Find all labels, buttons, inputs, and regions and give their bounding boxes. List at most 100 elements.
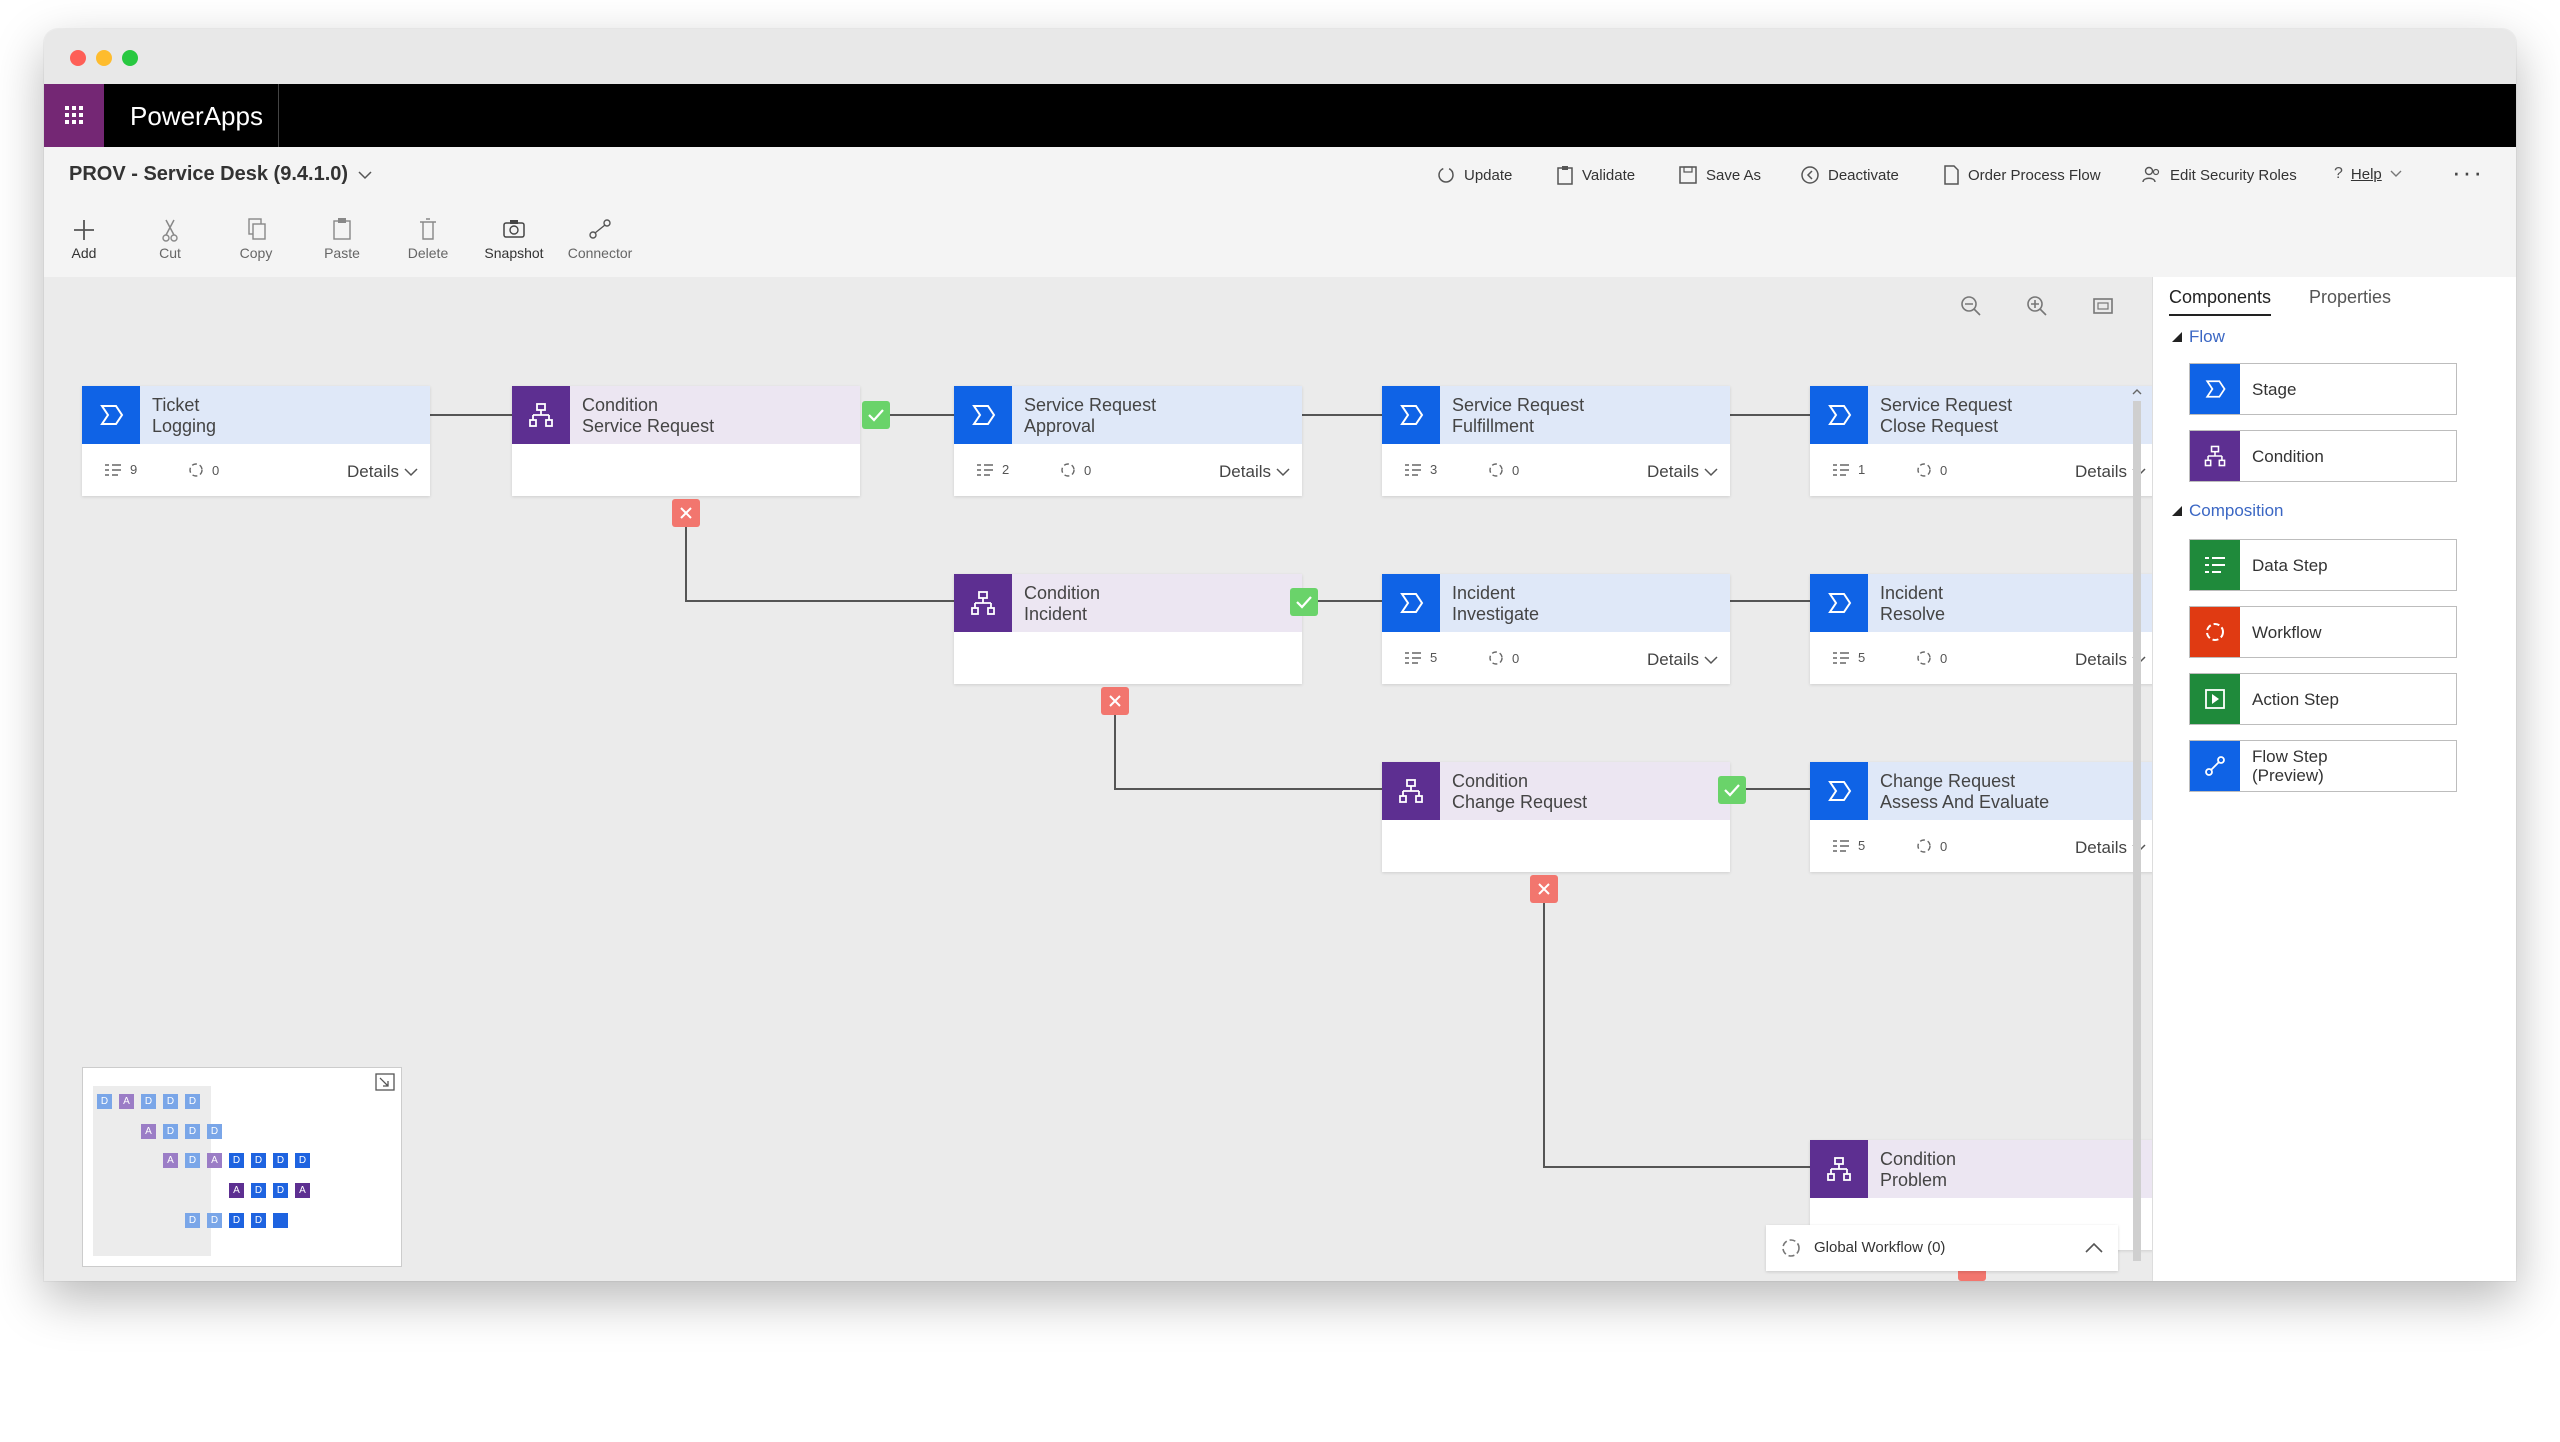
details-toggle[interactable]: Details	[1647, 462, 1718, 482]
edit-security-roles-button[interactable]: Edit Security Roles	[2142, 165, 2297, 185]
workflows-count: 0	[1916, 650, 1947, 666]
connector-line	[1730, 414, 1810, 416]
zoom-out-button[interactable]	[1956, 291, 1986, 321]
no-branch-badge[interactable]	[672, 499, 700, 527]
stage-footer: 1 0 Details	[1810, 444, 2152, 496]
validate-label: Validate	[1582, 166, 1636, 184]
workflow-icon	[1489, 463, 1503, 477]
minimize-window-button[interactable]	[96, 50, 112, 66]
details-toggle[interactable]: Details	[1647, 650, 1718, 670]
collapse-minimap-icon[interactable]	[375, 1073, 395, 1091]
yes-branch-badge[interactable]	[1290, 588, 1318, 616]
workflows-count: 0	[1488, 462, 1519, 478]
steps-count: 5	[1404, 650, 1437, 665]
save-as-button[interactable]: Save As	[1678, 165, 1761, 185]
minimap-stage-node: D	[207, 1213, 222, 1228]
copy-tool-button[interactable]: Copy	[216, 215, 296, 261]
add-tool-label: Add	[71, 245, 97, 261]
flow-section-title: Flow	[2189, 327, 2225, 346]
component-stage[interactable]: Stage	[2189, 363, 2457, 415]
scroll-up-arrow-icon[interactable]	[2132, 387, 2142, 397]
global-workflow-bar[interactable]: Global Workflow (0)	[1766, 1225, 2118, 1271]
zoom-in-button[interactable]	[2022, 291, 2052, 321]
component-flow-step[interactable]: Flow Step (Preview)	[2189, 740, 2457, 792]
deactivate-button[interactable]: Deactivate	[1800, 165, 1899, 185]
tab-components[interactable]: Components	[2169, 287, 2272, 316]
workflow-icon	[1917, 463, 1931, 477]
validate-button[interactable]: Validate	[1556, 165, 1635, 185]
canvas-vertical-scrollbar[interactable]	[2132, 387, 2142, 1281]
ellipsis-icon: ···	[2452, 157, 2484, 187]
scrollbar-thumb[interactable]	[2133, 401, 2141, 1261]
delete-tool-label: Delete	[407, 245, 449, 261]
component-action-step[interactable]: Action Step	[2189, 673, 2457, 725]
help-label: Help	[2350, 165, 2382, 183]
minimap-stage-node	[273, 1213, 288, 1228]
tab-properties[interactable]: Properties	[2309, 287, 2392, 307]
paste-tool-label: Paste	[324, 245, 360, 261]
refresh-icon	[1438, 167, 1454, 183]
add-tool-button[interactable]: Add	[44, 215, 124, 261]
yes-branch-badge[interactable]	[862, 401, 890, 429]
details-toggle[interactable]: Details	[1219, 462, 1290, 482]
close-icon	[1538, 883, 1550, 895]
more-options-button[interactable]: ···	[2452, 157, 2484, 188]
help-dropdown[interactable]: ? Help	[2334, 165, 2402, 183]
connector-tool-button[interactable]: Connector	[560, 215, 640, 261]
cut-tool-button[interactable]: Cut	[130, 215, 210, 261]
minimap-stage-node: D	[229, 1153, 244, 1168]
minimap-viewport[interactable]	[93, 1086, 211, 1256]
fit-to-screen-button[interactable]	[2088, 291, 2118, 321]
update-label: Update	[1464, 166, 1513, 184]
chevron-up-icon[interactable]	[2084, 1242, 2104, 1254]
snapshot-tool-button[interactable]: Snapshot	[474, 215, 554, 261]
delete-tool-button[interactable]: Delete	[388, 215, 468, 261]
close-window-button[interactable]	[70, 50, 86, 66]
condition-icon	[954, 574, 1012, 632]
order-process-flow-label: Order Process Flow	[1968, 166, 2101, 184]
component-condition[interactable]: Condition	[2189, 430, 2457, 482]
workflow-icon	[1782, 1239, 1800, 1257]
condition-footer	[954, 632, 1302, 684]
details-toggle[interactable]: Details	[347, 462, 418, 482]
component-workflow[interactable]: Workflow	[2189, 606, 2457, 658]
component-data-step[interactable]: Data Step	[2189, 539, 2457, 591]
app-launcher-button[interactable]	[44, 84, 104, 147]
paste-tool-button[interactable]: Paste	[302, 215, 382, 261]
update-button[interactable]: Update	[1436, 165, 1512, 185]
flow-section-toggle[interactable]: Flow	[2171, 327, 2225, 347]
no-branch-badge[interactable]	[1101, 687, 1129, 715]
no-branch-badge[interactable]	[1530, 875, 1558, 903]
process-title-dropdown[interactable]: PROV - Service Desk (9.4.1.0)	[69, 163, 372, 186]
order-process-flow-button[interactable]: Order Process Flow	[1942, 165, 2101, 185]
check-icon	[868, 409, 884, 422]
zoom-out-icon	[1961, 296, 1981, 316]
yes-branch-badge[interactable]	[1718, 776, 1746, 804]
maximize-window-button[interactable]	[122, 50, 138, 66]
composition-section-toggle[interactable]: Composition	[2171, 501, 2284, 521]
connector-line	[1302, 600, 1382, 602]
